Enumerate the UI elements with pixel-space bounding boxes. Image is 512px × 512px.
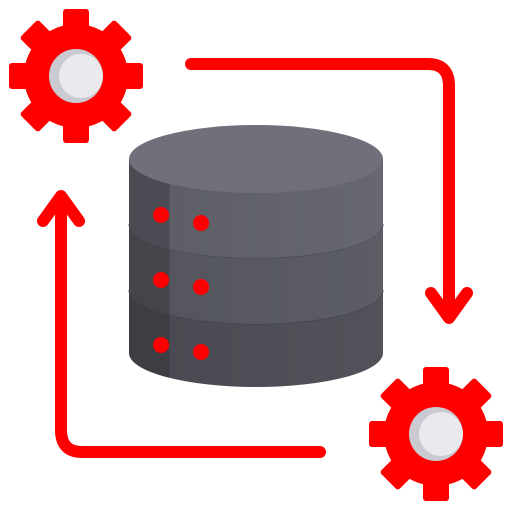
arrow-left-up [37, 190, 326, 458]
status-led [153, 207, 209, 231]
status-led [153, 337, 209, 360]
gear-icon [369, 367, 503, 501]
gear-icon [9, 9, 143, 143]
database-icon [128, 125, 384, 387]
arrow-right-down [185, 58, 473, 324]
status-led [153, 272, 209, 295]
